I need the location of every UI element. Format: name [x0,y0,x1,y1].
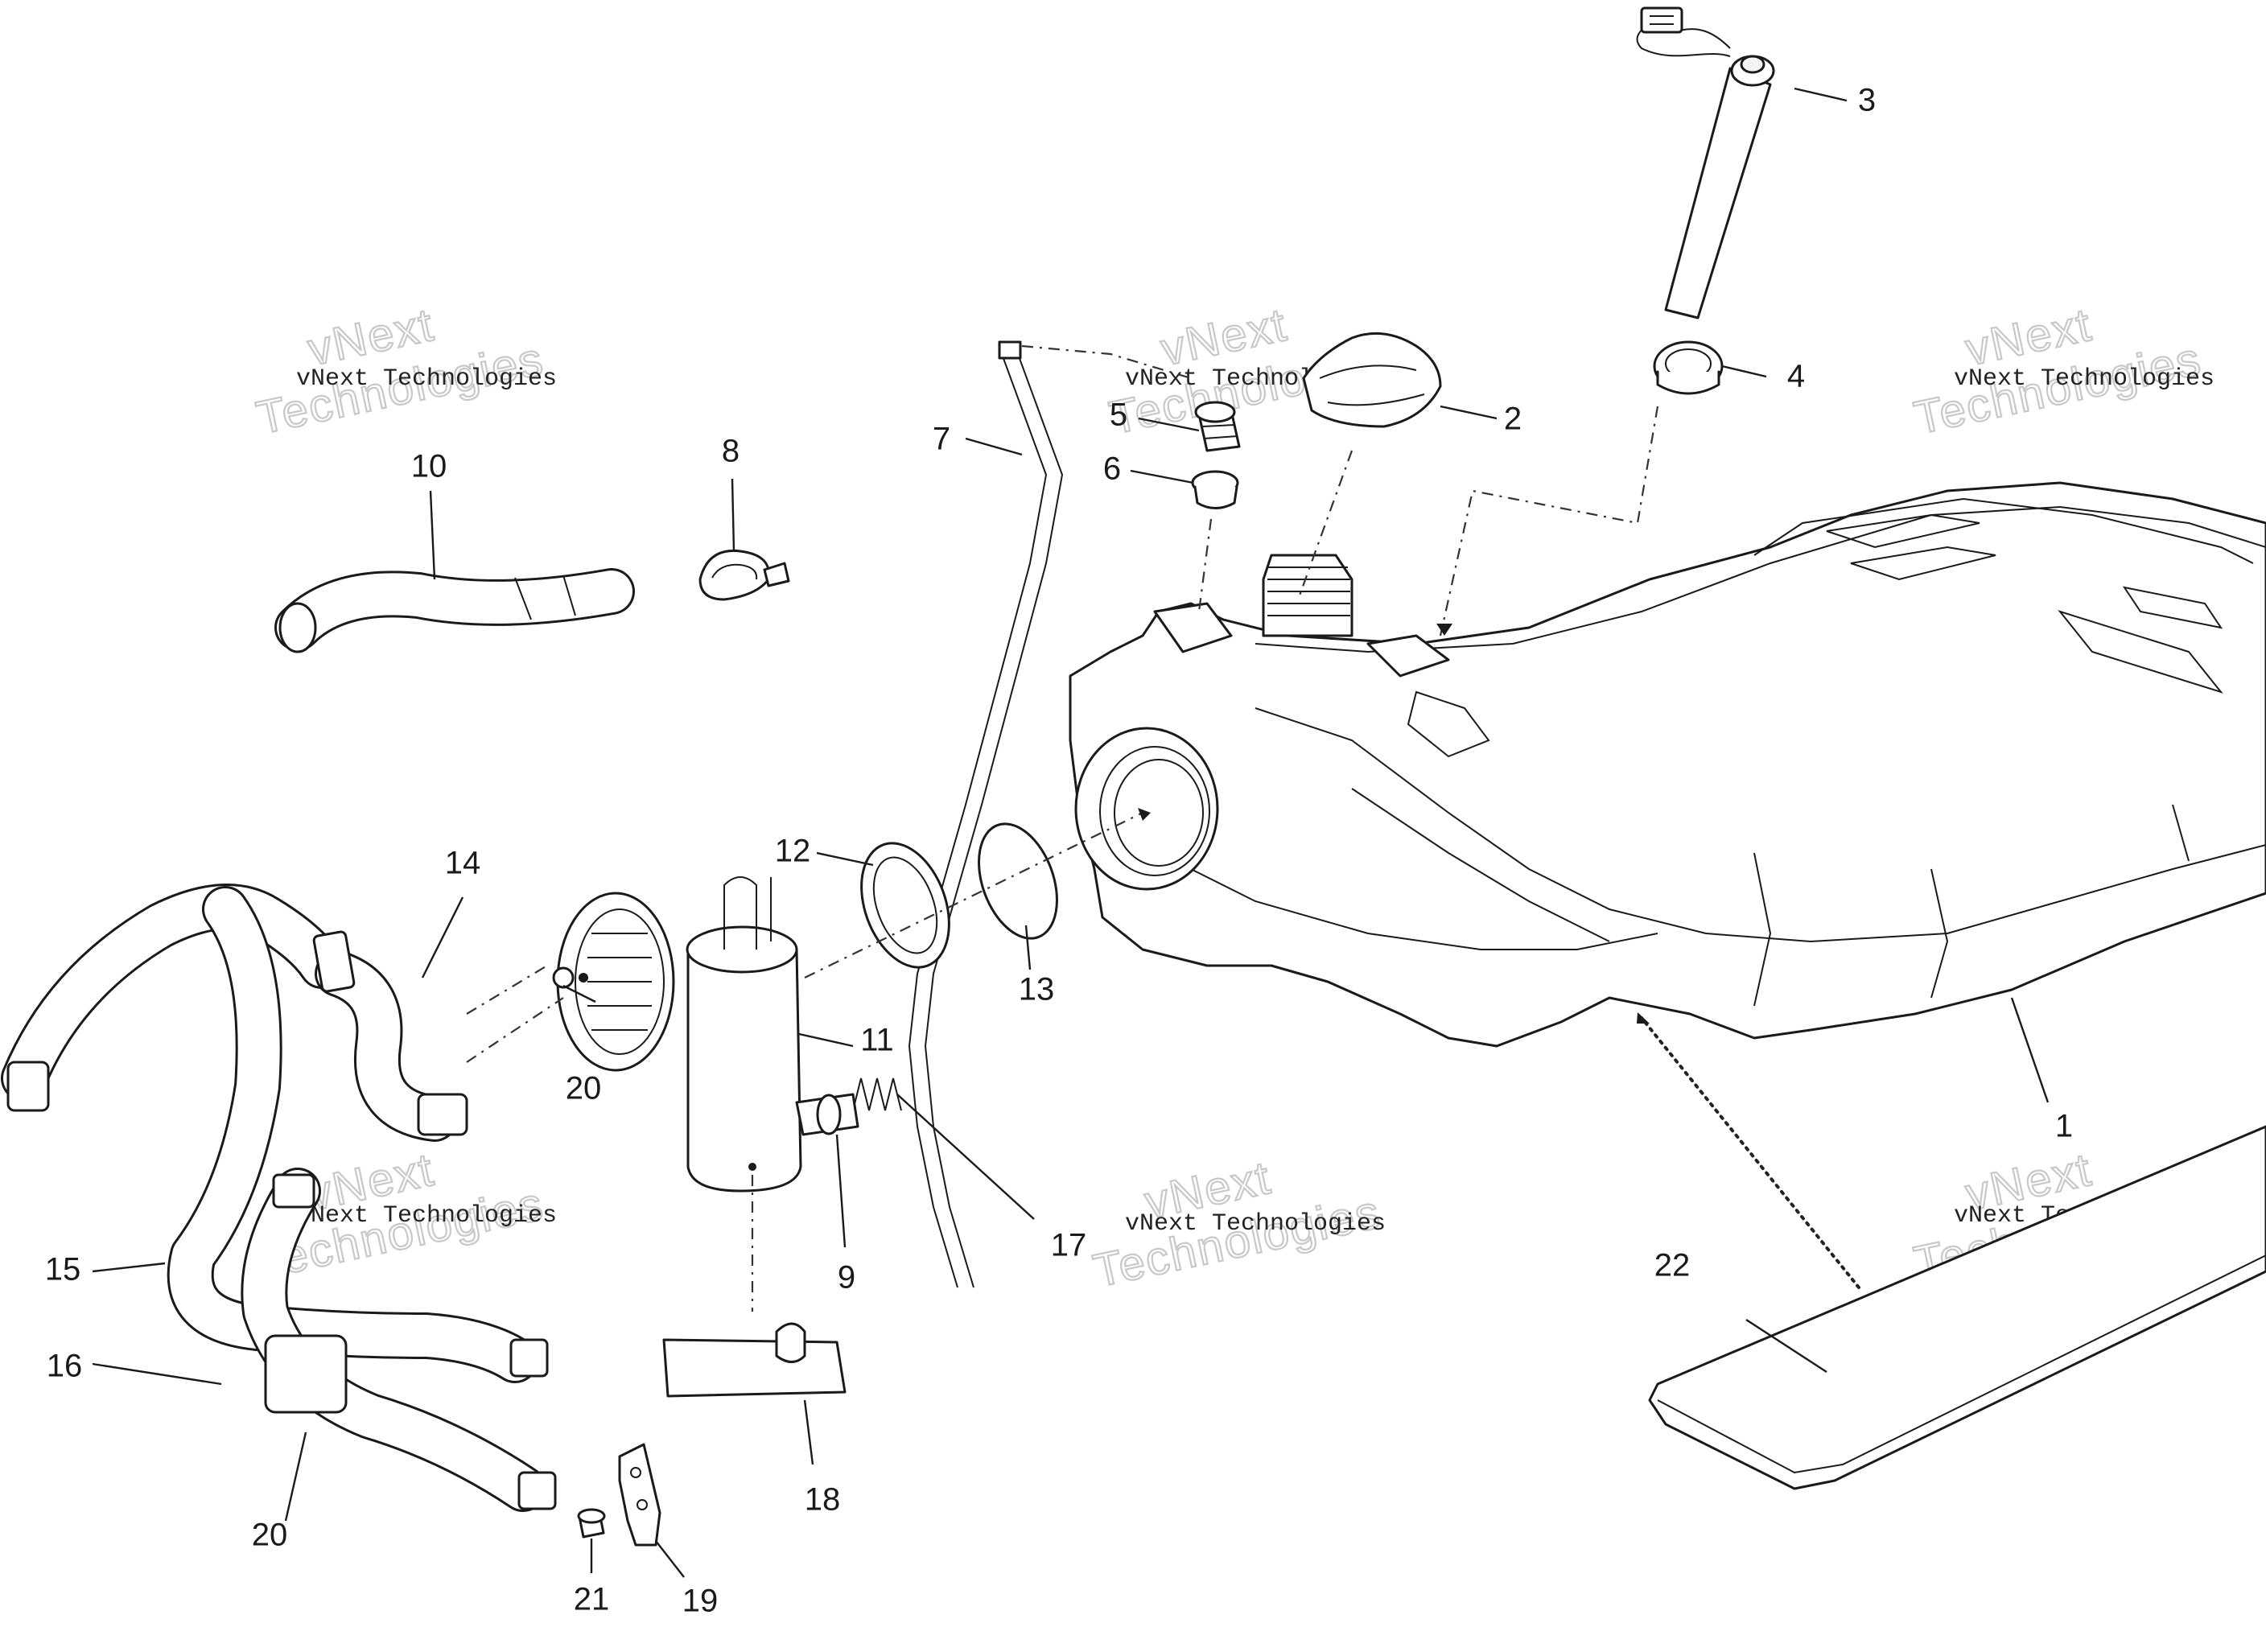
watermark-text-3: vNext Technologies [1954,365,2214,393]
callout-6: 6 [1103,451,1121,487]
callout-1: 1 [2055,1109,2073,1144]
callout-numbers: 1 2 3 4 5 6 7 8 9 10 11 12 13 14 15 16 1… [45,83,2073,1619]
fuel-level-sender [1636,6,1775,319]
callout-7: 7 [933,422,950,457]
callout-17: 17 [1051,1228,1087,1263]
callout-20-lower: 20 [252,1518,288,1553]
rollover-valve [1194,401,1241,452]
fuel-lines [1,884,557,1512]
callout-21: 21 [574,1582,610,1617]
callout-9: 9 [838,1260,855,1296]
callout-12: 12 [775,834,811,869]
hose-clamp [698,549,790,601]
filter-sock [662,1322,847,1398]
callout-5: 5 [1110,398,1127,433]
outlet-fitting [795,1093,859,1136]
assembly-lines [466,344,1860,1312]
valve-grommet [1191,470,1239,509]
callout-2: 2 [1504,402,1522,437]
callout-15: 15 [45,1252,81,1287]
callout-16: 16 [47,1349,83,1384]
callout-10: 10 [411,449,447,484]
fuel-tank [1069,481,2266,1048]
watermark-text-5: vNext Technologies [1125,1210,1386,1238]
callout-11: 11 [860,1023,894,1058]
mounting-bracket [618,1443,661,1547]
watermark-group-1: vNext Technologies [251,298,549,446]
callout-4: 4 [1787,359,1805,394]
watermark-group-3: vNext Technologies [1909,298,2206,446]
callout-22: 22 [1654,1248,1691,1283]
callout-20-upper: 20 [566,1071,602,1106]
pump-flange [552,892,675,1072]
callout-3: 3 [1858,83,1876,118]
fuel-pump [686,876,802,1193]
vent-tube [908,340,1064,1288]
spring [852,1077,902,1111]
callout-8: 8 [722,434,740,469]
lock-ring [860,842,950,969]
screw [577,1508,606,1539]
watermark-text-1: vNext Technologies [296,365,557,393]
callout-19: 19 [682,1584,719,1619]
callout-18: 18 [805,1482,841,1518]
grommet [1653,340,1724,395]
tank-pad [1648,1125,2266,1490]
leader-lines [92,87,2050,1578]
o-ring [978,822,1058,940]
callout-13: 13 [1019,972,1055,1007]
vent-hose [274,568,635,653]
watermark-text-4: vNext Technologies [296,1202,557,1230]
callout-14: 14 [445,846,481,881]
fuel-cap [1302,332,1442,428]
